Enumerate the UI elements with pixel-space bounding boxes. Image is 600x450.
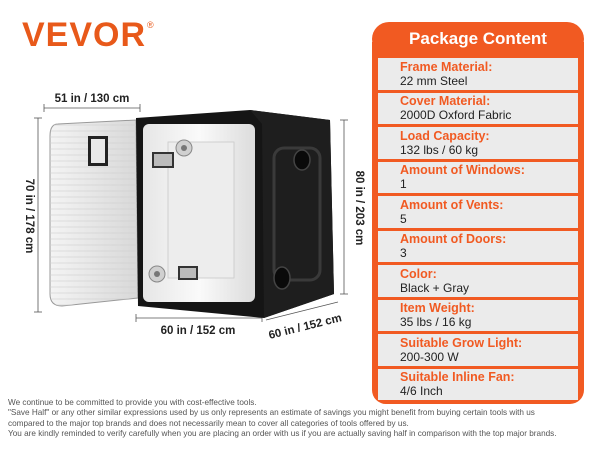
disclaimer: We continue to be committed to provide y… — [8, 398, 598, 440]
package-content-panel: Package Content Frame Material:22 mm Ste… — [372, 22, 584, 404]
spec-row: Item Weight:35 lbs / 16 kg — [378, 299, 578, 331]
spec-row: Amount of Vents:5 — [378, 196, 578, 228]
dim-bottom-front: 60 in / 152 cm — [161, 325, 236, 337]
spec-value: 1 — [400, 177, 407, 192]
spec-row: Suitable Grow Light:200-300 W — [378, 334, 578, 366]
side-vent-icon-top — [293, 149, 311, 171]
spec-value: 35 lbs / 16 kg — [400, 315, 472, 330]
grow-tent-illustration: 51 in / 130 cm 70 in / 178 cm 80 in / 20… — [23, 93, 365, 342]
dim-left-height: 70 in / 178 cm — [23, 179, 35, 254]
brand-name: VEVOR — [22, 16, 147, 54]
spec-label: Frame Material: — [400, 59, 493, 74]
spec-row: Cover Material:2000D Oxford Fabric — [378, 92, 578, 124]
spec-row: Amount of Doors:3 — [378, 230, 578, 262]
spec-row: Frame Material:22 mm Steel — [378, 58, 578, 90]
spec-value: 200-300 W — [400, 349, 459, 364]
spec-value: 22 mm Steel — [400, 73, 468, 88]
spec-label: Item Weight: — [400, 301, 475, 316]
spec-row: Amount of Windows:1 — [378, 161, 578, 193]
spec-label: Suitable Grow Light: — [400, 335, 523, 350]
spec-row: Load Capacity:132 lbs / 60 kg — [378, 127, 578, 159]
spec-label: Cover Material: — [400, 94, 491, 109]
spec-label: Amount of Windows: — [400, 163, 525, 178]
disclaimer-line: compared to the major top brands and doe… — [8, 418, 409, 428]
spec-value: 4/6 Inch — [400, 384, 443, 399]
spec-label: Load Capacity: — [400, 128, 490, 143]
side-vent-icon-bottom — [273, 266, 291, 290]
side-door-outline — [272, 146, 322, 282]
dim-top-width: 51 in / 130 cm — [55, 93, 130, 105]
spec-value: 3 — [400, 246, 407, 261]
spec-value: 5 — [400, 211, 407, 226]
registered-mark: ® — [147, 20, 155, 30]
spec-value: Black + Gray — [400, 280, 470, 295]
spec-row: Color:Black + Gray — [378, 265, 578, 297]
disclaimer-line: We continue to be committed to provide y… — [8, 398, 257, 407]
spec-value: 2000D Oxford Fabric — [400, 108, 512, 123]
package-content-title: Package Content — [372, 22, 584, 56]
spec-label: Suitable Inline Fan: — [400, 370, 515, 385]
disclaimer-line: You are kindly reminded to verify carefu… — [8, 429, 557, 439]
dim-right-height: 80 in / 203 cm — [353, 171, 365, 246]
vevor-logo: VEVOR® — [22, 16, 155, 55]
spec-label: Amount of Vents: — [400, 197, 504, 212]
spec-label: Amount of Doors: — [400, 232, 507, 247]
disclaimer-line: "Save Half" or any other similar express… — [8, 408, 535, 418]
spec-row: Suitable Inline Fan:4/6 Inch — [378, 368, 578, 400]
spec-label: Color: — [400, 266, 437, 281]
spec-value: 132 lbs / 60 kg — [400, 142, 479, 157]
